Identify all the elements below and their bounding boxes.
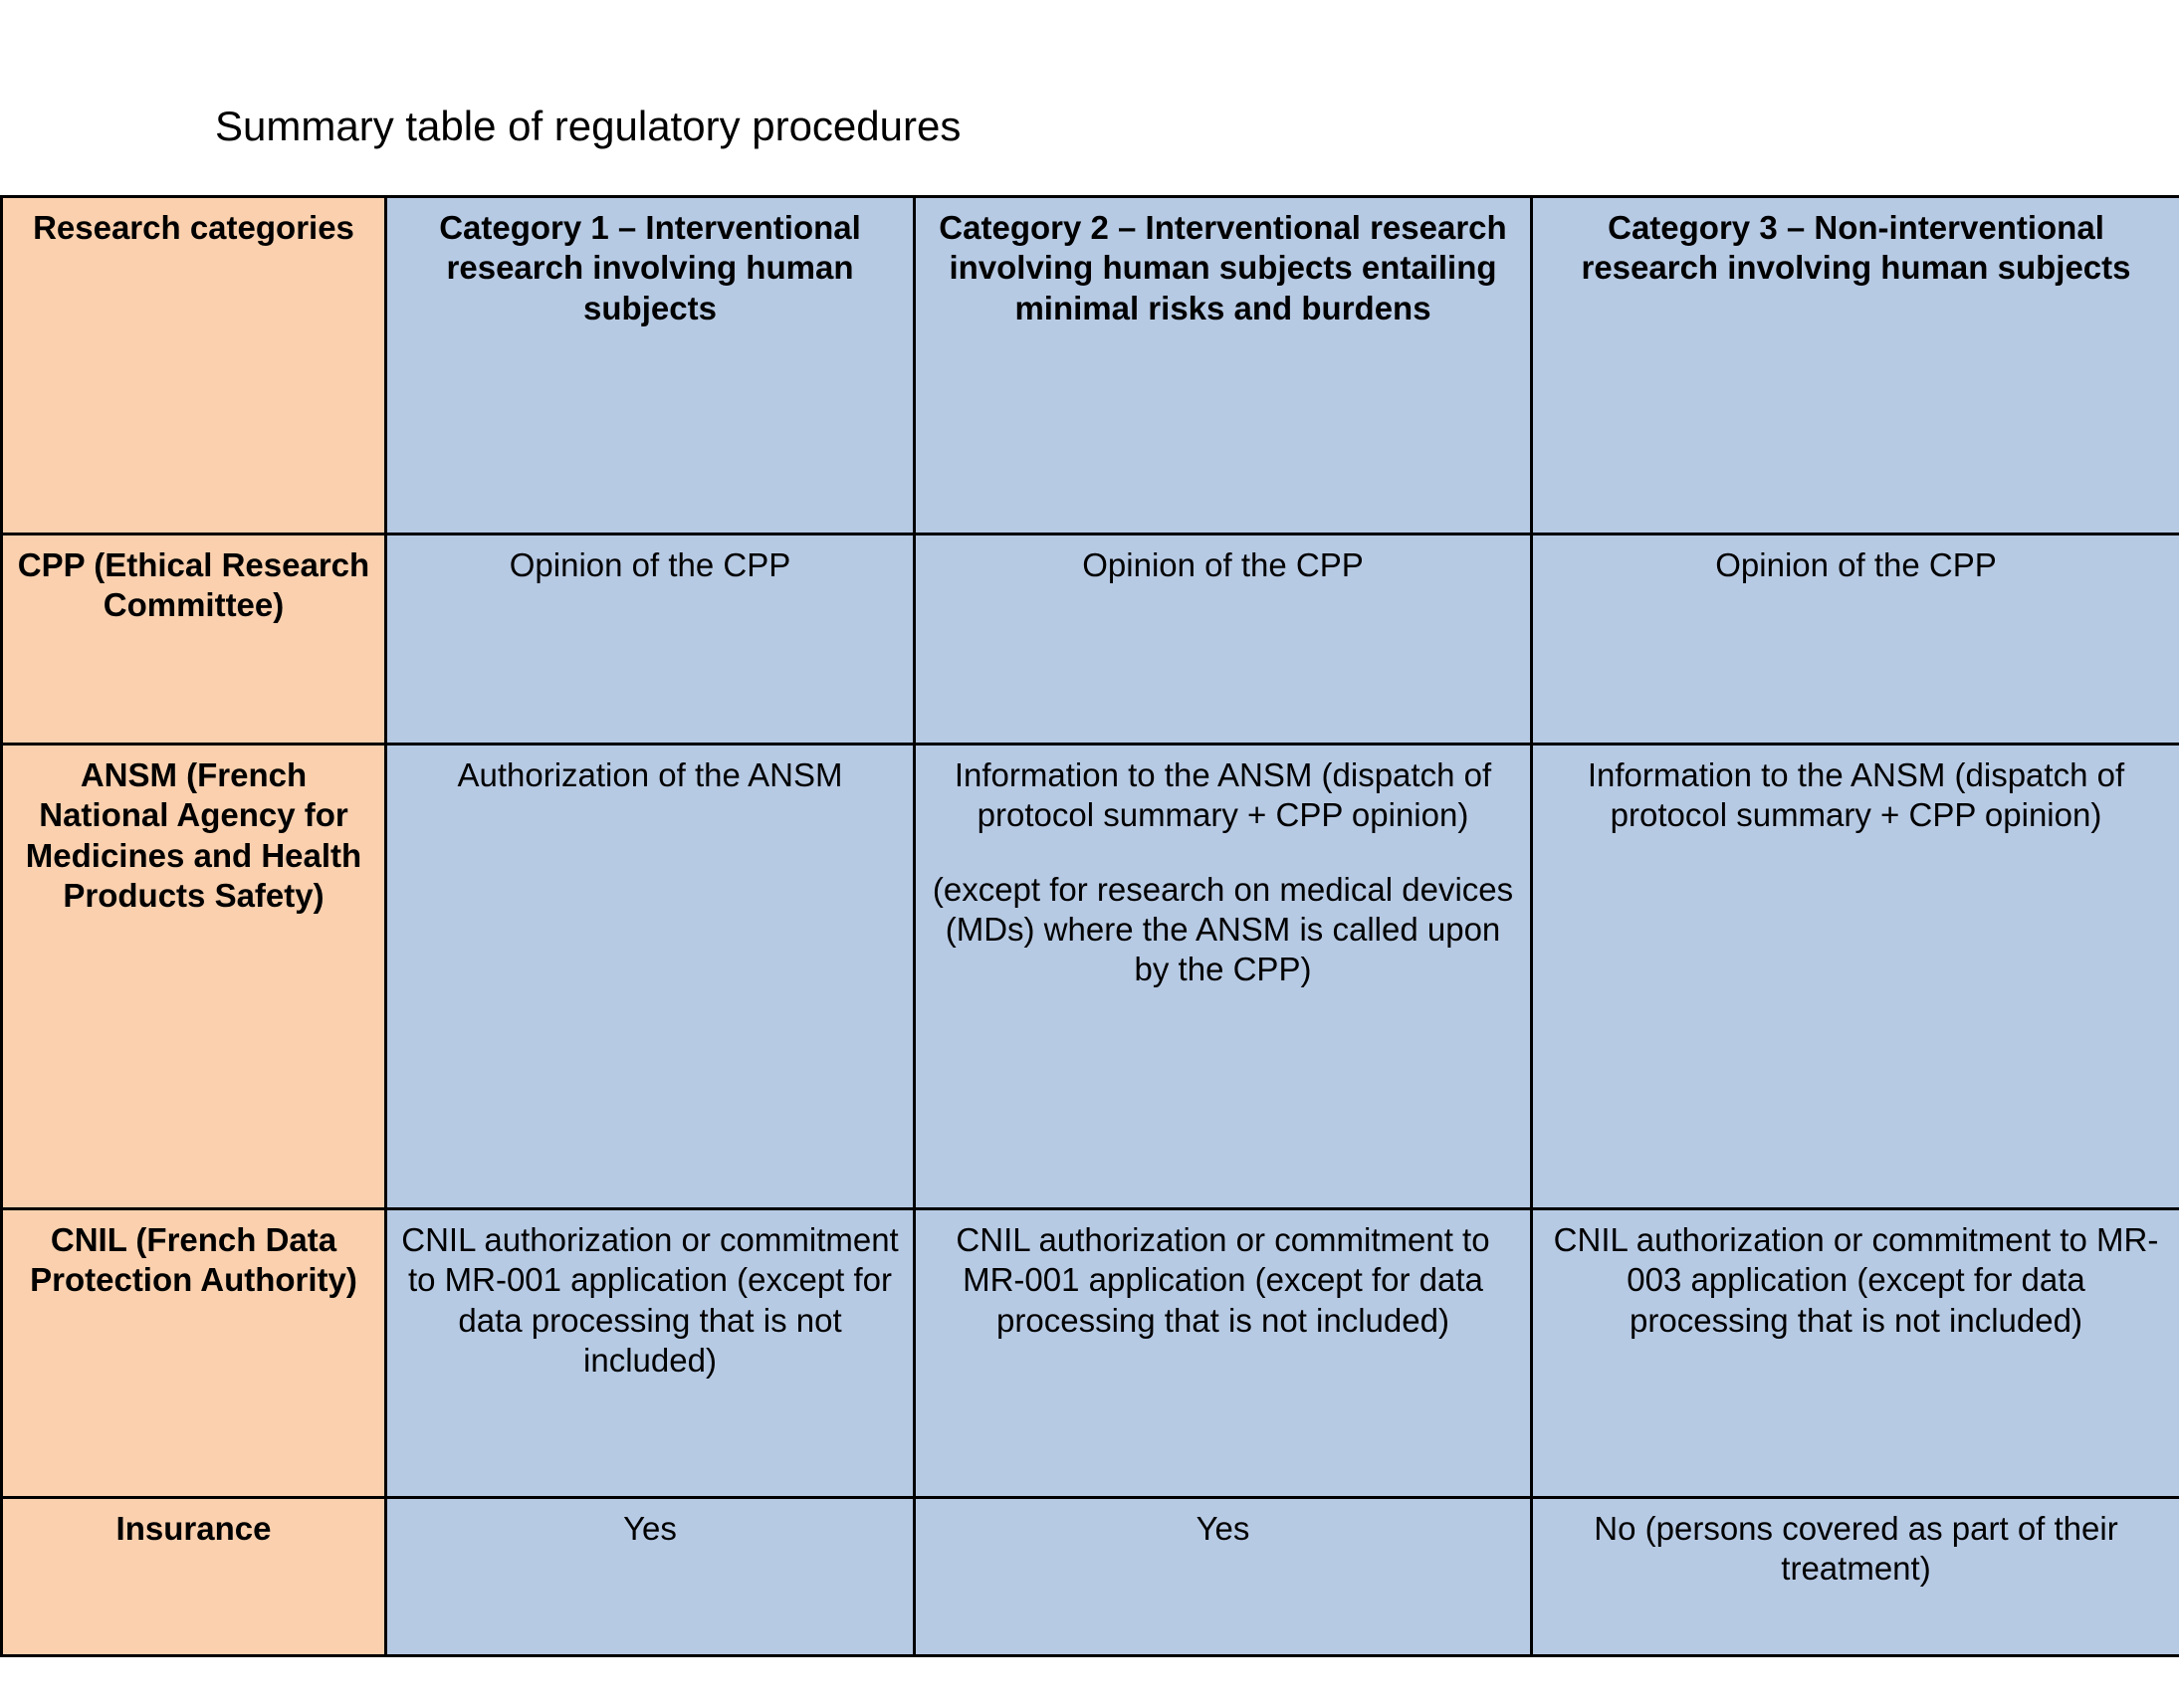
cell-cnil-category-3: CNIL authorization or commitment to MR-0… bbox=[1530, 1207, 2179, 1499]
cell-cpp-category-1: Opinion of the CPP bbox=[384, 533, 916, 746]
table-row-insurance: Insurance Yes Yes No (persons covered as… bbox=[0, 1496, 2179, 1657]
table-row-cnil: CNIL (French Data Protection Authority) … bbox=[0, 1207, 2179, 1499]
cell-insurance-category-3: No (persons covered as part of their tre… bbox=[1530, 1496, 2179, 1657]
cell-cpp-category-2: Opinion of the CPP bbox=[913, 533, 1533, 746]
column-header-research-categories: Research categories bbox=[0, 195, 387, 535]
cell-cnil-category-2: CNIL authorization or commitment to MR-0… bbox=[913, 1207, 1533, 1499]
column-header-category-1: Category 1 – Interventional research inv… bbox=[384, 195, 916, 535]
cell-ansm-category-2: Information to the ANSM (dispatch of pro… bbox=[913, 743, 1533, 1210]
row-header-insurance: Insurance bbox=[0, 1496, 387, 1657]
table-header-row: Research categories Category 1 – Interve… bbox=[0, 195, 2179, 535]
row-header-ansm: ANSM (French National Agency for Medicin… bbox=[0, 743, 387, 1210]
table-row-cpp: CPP (Ethical Research Committee) Opinion… bbox=[0, 533, 2179, 746]
column-header-category-2: Category 2 – Interventional research inv… bbox=[913, 195, 1533, 535]
row-header-cpp: CPP (Ethical Research Committee) bbox=[0, 533, 387, 746]
column-header-category-3: Category 3 – Non-interventional research… bbox=[1530, 195, 2179, 535]
cell-insurance-category-1: Yes bbox=[384, 1496, 916, 1657]
regulatory-procedures-table: Research categories Category 1 – Interve… bbox=[0, 195, 2179, 1657]
cell-ansm-category-3: Information to the ANSM (dispatch of pro… bbox=[1530, 743, 2179, 1210]
cell-ansm-category-2-note: (except for research on medical devices … bbox=[932, 870, 1514, 988]
page-title: Summary table of regulatory procedures bbox=[215, 103, 962, 149]
cell-ansm-category-2-main: Information to the ANSM (dispatch of pro… bbox=[954, 756, 1492, 834]
row-header-cnil: CNIL (French Data Protection Authority) bbox=[0, 1207, 387, 1499]
cell-cpp-category-3: Opinion of the CPP bbox=[1530, 533, 2179, 746]
cell-cnil-category-1: CNIL authorization or commitment to MR-0… bbox=[384, 1207, 916, 1499]
table-row-ansm: ANSM (French National Agency for Medicin… bbox=[0, 743, 2179, 1210]
cell-ansm-category-1: Authorization of the ANSM bbox=[384, 743, 916, 1210]
cell-insurance-category-2: Yes bbox=[913, 1496, 1533, 1657]
